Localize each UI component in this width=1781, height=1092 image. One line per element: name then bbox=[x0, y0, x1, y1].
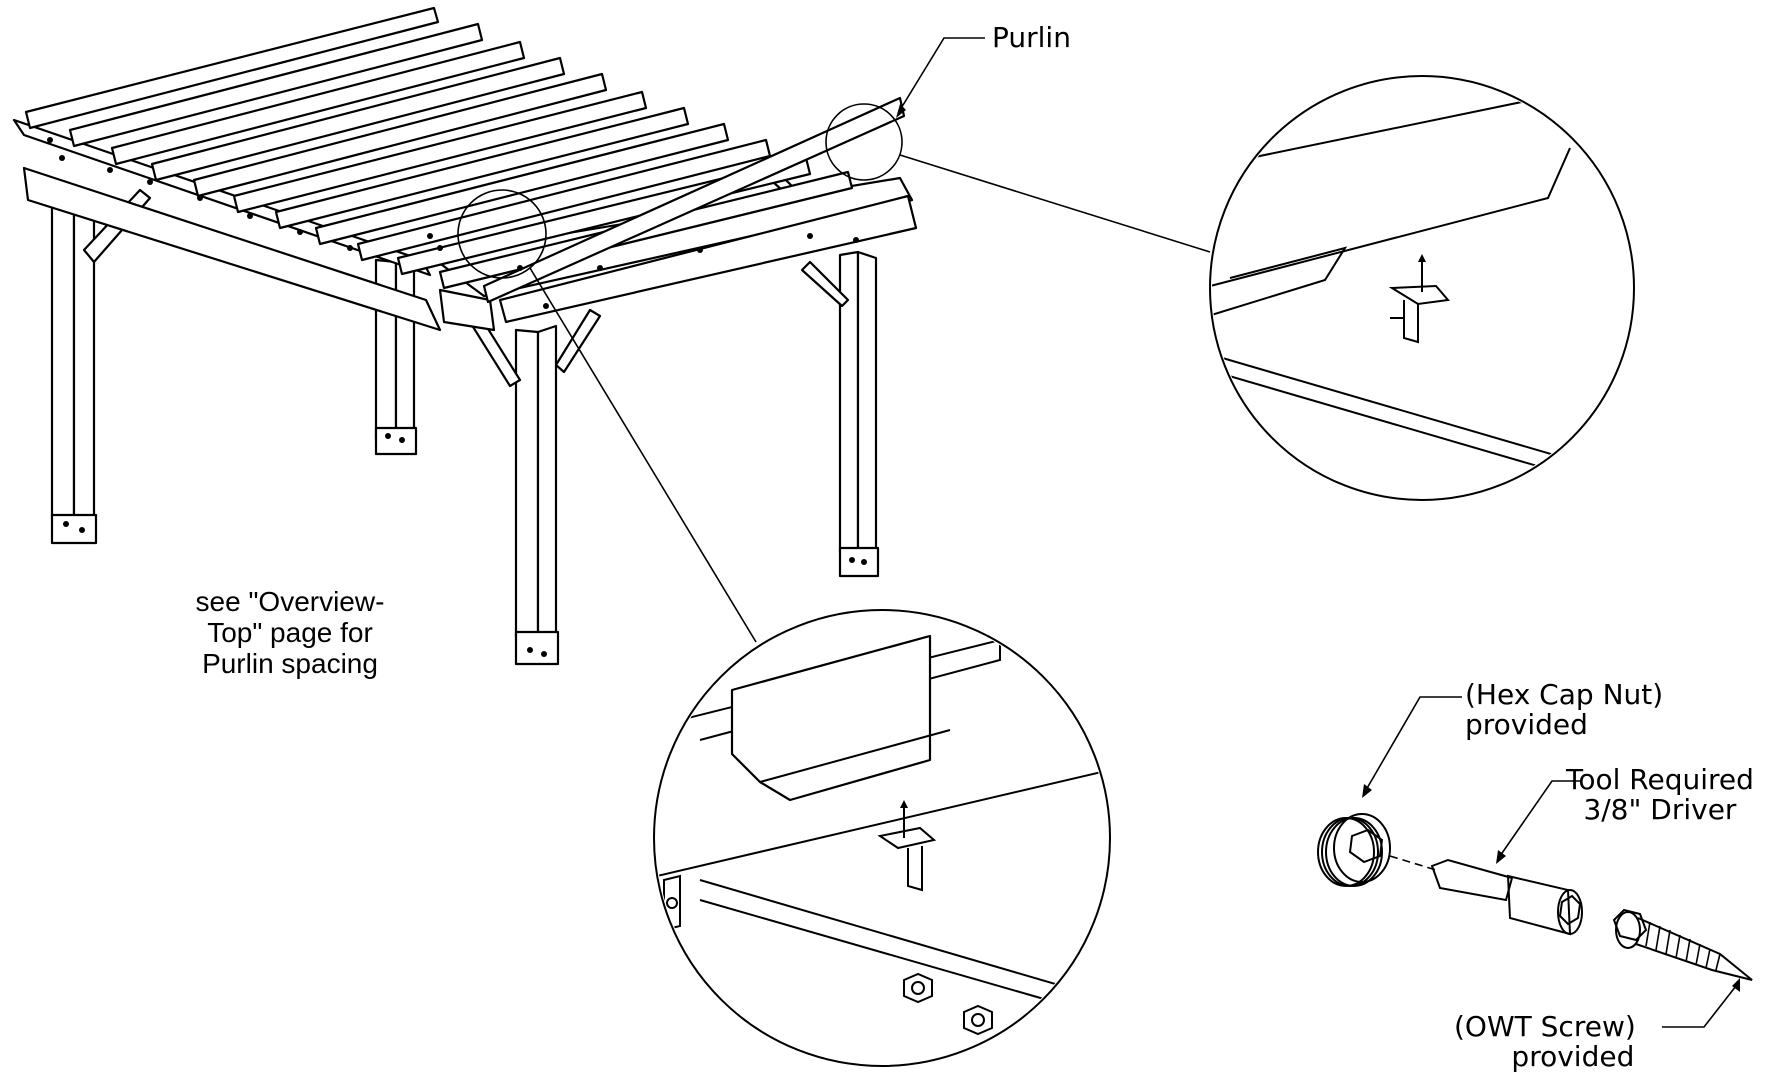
detail-circle-bracket-bolts bbox=[653, 609, 1111, 1067]
hex-cap-nut-leader bbox=[1362, 696, 1462, 798]
detail-marker-circles bbox=[457, 103, 903, 279]
note-line-3: Purlin spacing bbox=[202, 648, 378, 679]
hex-cap-nut-label-line-1: (Hex Cap Nut) bbox=[1465, 678, 1664, 711]
tool-required-label-line-2: 3/8" Driver bbox=[1583, 793, 1737, 826]
tool-required-label: Tool Required 3/8" Driver bbox=[1566, 765, 1754, 825]
driver-bit-icon bbox=[1430, 858, 1583, 936]
assembly-axis-line bbox=[1389, 855, 1437, 871]
purlins bbox=[24, 6, 906, 304]
note-line-2: Top" page for bbox=[207, 617, 373, 648]
hex-cap-nut-label: (Hex Cap Nut) provided bbox=[1465, 680, 1663, 740]
owt-screw-label-line-2: provided bbox=[1511, 1040, 1635, 1073]
flange-nut-2 bbox=[963, 1004, 993, 1036]
purlin-spacing-note: see "Overview- Top" page for Purlin spac… bbox=[170, 586, 410, 679]
owt-screw-label: (OWT Screw) provided bbox=[1454, 1012, 1636, 1072]
owt-screw-leader bbox=[1662, 978, 1740, 1028]
flange-nut-1 bbox=[903, 972, 933, 1004]
owt-screw-label-line-1: (OWT Screw) bbox=[1454, 1010, 1636, 1043]
purlin-callout-leader bbox=[896, 37, 985, 118]
owt-screw-icon bbox=[1612, 908, 1753, 981]
hex-cap-nut-label-line-2: provided bbox=[1465, 708, 1588, 741]
structure-bolts bbox=[47, 137, 867, 657]
hex-cap-nut-icon bbox=[1317, 813, 1391, 887]
tool-required-leader bbox=[1496, 780, 1582, 864]
tool-required-label-line-1: Tool Required bbox=[1566, 763, 1754, 796]
detail-leader-lines bbox=[529, 154, 1211, 643]
note-line-1: see "Overview- bbox=[195, 586, 385, 617]
detail-circle-purlin-bracket bbox=[1209, 75, 1635, 501]
purlin-label: Purlin bbox=[992, 21, 1071, 54]
